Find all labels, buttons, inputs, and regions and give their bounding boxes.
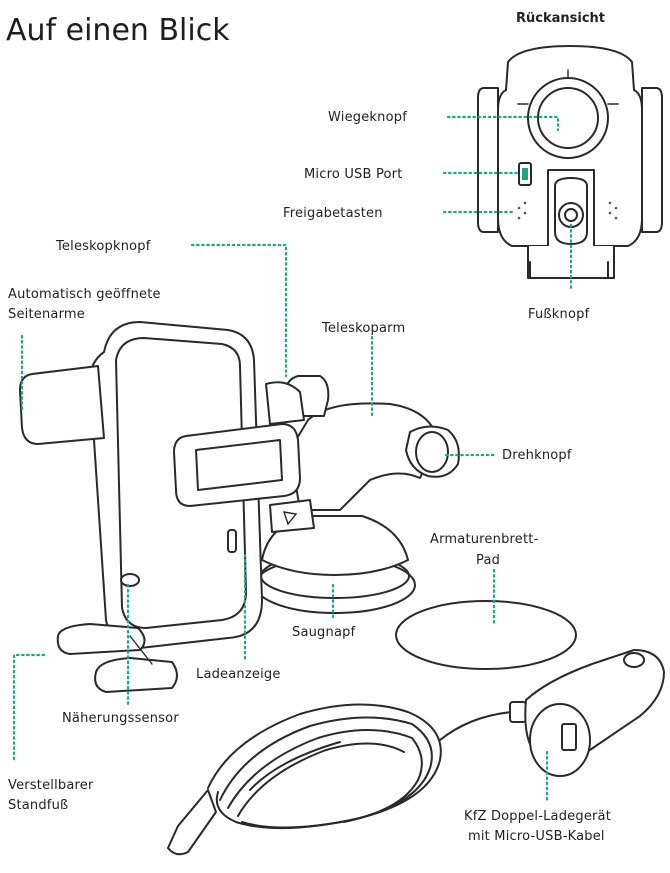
label-teleskopknopf: Teleskopknopf: [55, 239, 151, 254]
label-saugnapf: Saugnapf: [292, 625, 356, 640]
label-ladeanzeige: Ladeanzeige: [196, 667, 281, 682]
label-standfuss-line1: Verstellbarer: [8, 778, 94, 793]
label-wiegeknopf: Wiegeknopf: [328, 110, 407, 125]
page-title: Auf einen Blick: [6, 13, 230, 48]
leader-lines: [12, 115, 573, 802]
label-drehknopf: Drehknopf: [502, 448, 572, 463]
label-teleskoparm: Teleskoparm: [321, 321, 405, 336]
holder-drawing: [19, 321, 460, 693]
label-standfuss-line2: Standfuß: [8, 798, 68, 813]
label-ladegeraet-line1: KfZ Doppel-Ladegerät: [464, 809, 611, 824]
label-micro-usb-port: Micro USB Port: [304, 167, 403, 182]
label-ladegeraet-line2: mit Micro-USB-Kabel: [468, 829, 605, 844]
label-pad-line2: Pad: [476, 553, 500, 568]
rear-view-title: Rückansicht: [516, 11, 605, 26]
charger-drawing: [167, 649, 665, 856]
dashboard-pad-drawing: [395, 600, 577, 670]
label-naeherungssensor: Näherungssensor: [62, 711, 179, 726]
label-seitenarme-line1: Automatisch geöffnete: [8, 287, 161, 302]
rear-view-drawing: [477, 45, 663, 279]
label-seitenarme-line2: Seitenarme: [8, 307, 85, 322]
label-fussknopf: Fußknopf: [528, 307, 590, 322]
label-pad-line1: Armaturenbrett-: [430, 532, 539, 547]
label-freigabetasten: Freigabetasten: [283, 206, 383, 221]
